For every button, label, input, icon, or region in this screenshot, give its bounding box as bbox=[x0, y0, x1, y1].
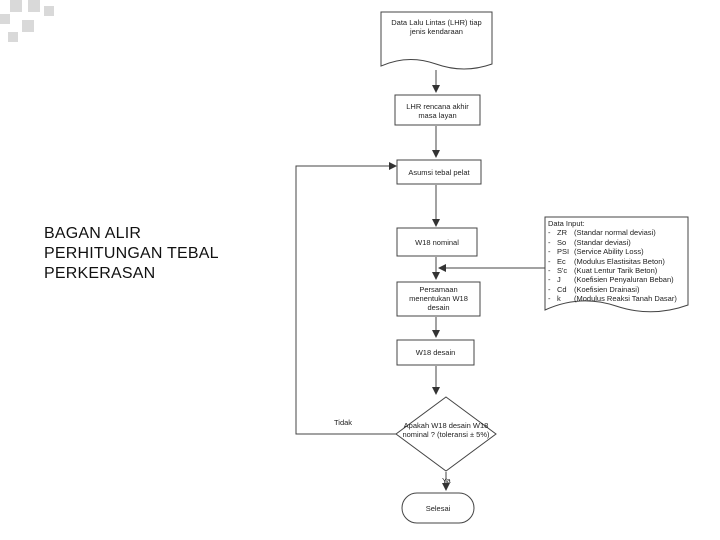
item-dash: - bbox=[548, 284, 551, 294]
data-input-item: - k (Modulus Reaksi Tanah Dasar) bbox=[548, 294, 686, 303]
flow-step1-text: Data Lalu Lintas (LHR) tiap jenis kendar… bbox=[391, 18, 482, 36]
flow-end-text: Selesai bbox=[425, 504, 451, 513]
loop-back-line bbox=[295, 162, 397, 435]
item-desc: (Koefisien Drainasi) bbox=[574, 284, 640, 294]
item-dash: - bbox=[548, 256, 551, 266]
flow-step3-text: Asumsi tebal pelat bbox=[408, 168, 470, 177]
data-input-item: - Cd (Koefisien Drainasi) bbox=[548, 285, 686, 294]
flow-step5-text: Persamaan menentukan W18 desain bbox=[409, 285, 468, 312]
item-dash: - bbox=[548, 228, 551, 238]
data-input-item: - ZR (Standar normal deviasi) bbox=[548, 228, 686, 237]
flow-end-shape bbox=[401, 492, 475, 524]
flow-step4-shape bbox=[396, 227, 478, 257]
flow-step1-shape bbox=[380, 11, 493, 70]
item-desc: (Service Ability Loss) bbox=[574, 247, 644, 257]
decor-square-6 bbox=[8, 32, 18, 42]
label-yes: Ya bbox=[442, 476, 451, 485]
flow-decision-shape bbox=[395, 396, 497, 472]
item-symbol: Ec bbox=[557, 256, 566, 266]
decor-square-2 bbox=[28, 0, 40, 12]
data-input-item: - J (Koefisien Penyaluran Beban) bbox=[548, 275, 686, 284]
item-dash: - bbox=[548, 266, 551, 276]
item-desc: (Standar deviasi) bbox=[574, 237, 631, 247]
item-symbol: J bbox=[557, 275, 561, 285]
item-symbol: So bbox=[557, 237, 567, 247]
item-dash: - bbox=[548, 247, 551, 257]
slide-title-line-3: PERKERASAN bbox=[44, 265, 156, 282]
data-input-shape bbox=[544, 216, 689, 313]
decor-square-5 bbox=[22, 20, 34, 32]
data-input-item: - S'c (Kuat Lentur Tarik Beton) bbox=[548, 266, 686, 275]
decor-square-1 bbox=[10, 0, 22, 12]
flow-decision-text: Apakah W18 desain W18 nominal ? (toleran… bbox=[402, 421, 490, 439]
flow-step6-text: W18 desain bbox=[415, 348, 456, 357]
flow-step3-shape bbox=[396, 159, 482, 185]
item-symbol: PSI bbox=[557, 247, 570, 257]
data-input-item: - PSI (Service Ability Loss) bbox=[548, 247, 686, 256]
flow-step2-shape bbox=[394, 94, 481, 126]
item-desc: (Koefisien Penyaluran Beban) bbox=[574, 275, 674, 285]
item-symbol: S'c bbox=[557, 266, 568, 276]
flow-step4-text: W18 nominal bbox=[415, 238, 459, 247]
item-dash: - bbox=[548, 237, 551, 247]
label-no: Tidak bbox=[334, 418, 353, 427]
decor-square-4 bbox=[0, 14, 10, 24]
item-desc: (Standar normal deviasi) bbox=[574, 228, 656, 238]
flow-step5-shape bbox=[396, 281, 481, 317]
flow-step6-shape bbox=[396, 339, 475, 366]
slide-title-line-1: BAGAN ALIR bbox=[44, 225, 142, 242]
slide-title: BAGAN ALIR PERHITUNGAN TEBAL PERKERASAN bbox=[44, 224, 304, 284]
data-input-title: Data Input: bbox=[548, 219, 585, 228]
item-symbol: k bbox=[557, 294, 561, 304]
item-symbol: Cd bbox=[557, 284, 567, 294]
flow-step2-text: LHR rencana akhir masa layan bbox=[406, 102, 469, 120]
data-input-panel: Data Input: - ZR (Standar normal deviasi… bbox=[548, 219, 686, 304]
item-desc: (Modulus Reaksi Tanah Dasar) bbox=[574, 294, 677, 304]
item-symbol: ZR bbox=[557, 228, 567, 238]
item-desc: (Modulus Elastisitas Beton) bbox=[574, 256, 665, 266]
data-input-item: - Ec (Modulus Elastisitas Beton) bbox=[548, 257, 686, 266]
decor-square-3 bbox=[44, 6, 54, 16]
item-desc: (Kuat Lentur Tarik Beton) bbox=[574, 266, 658, 276]
item-dash: - bbox=[548, 275, 551, 285]
data-input-item: - So (Standar deviasi) bbox=[548, 238, 686, 247]
item-dash: - bbox=[548, 294, 551, 304]
slide-title-line-2: PERHITUNGAN TEBAL bbox=[44, 245, 219, 262]
